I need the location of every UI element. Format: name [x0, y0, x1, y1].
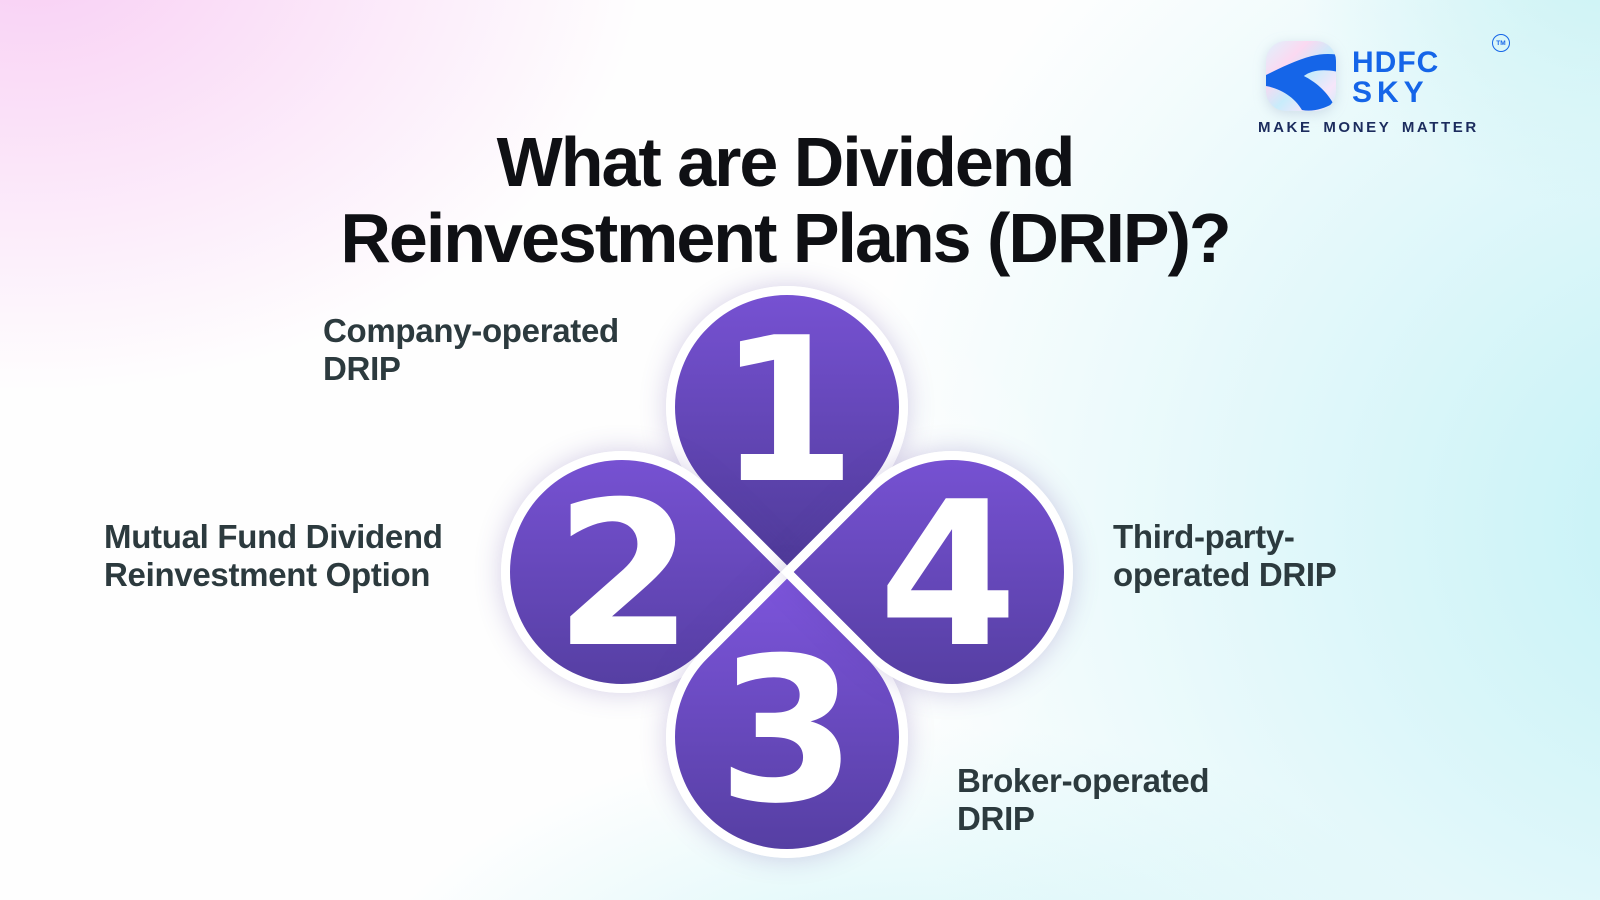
- label-company-operated-drip: Company-operated DRIP: [323, 312, 619, 388]
- label-line: operated DRIP: [1113, 556, 1337, 593]
- page-title-line1: What are Dividend: [496, 123, 1076, 201]
- label-third-party-operated-drip: Third-party- operated DRIP: [1113, 518, 1337, 594]
- logo-tagline: MAKE MONEY MATTER: [1258, 119, 1479, 136]
- label-broker-operated-drip: Broker-operated DRIP: [957, 762, 1210, 838]
- petal-number-4: 4: [878, 459, 1018, 692]
- label-line: Company-operated: [323, 312, 619, 349]
- page-title: What are Dividend Reinvestment Plans (DR…: [0, 124, 1585, 276]
- label-line: DRIP: [323, 350, 401, 387]
- label-mutual-fund-dividend-reinvestment-option: Mutual Fund Dividend Reinvestment Option: [104, 518, 443, 594]
- petal-number-2: 2: [554, 459, 694, 692]
- label-line: Reinvestment Option: [104, 556, 431, 593]
- page-title-line2: Reinvestment Plans (DRIP)?: [340, 199, 1231, 277]
- label-line: Third-party-: [1113, 518, 1295, 555]
- label-line: Mutual Fund Dividend: [104, 518, 443, 555]
- label-line: Broker-operated: [957, 762, 1210, 799]
- logo-wordmark: HDFC SKY: [1352, 48, 1439, 108]
- petal-number-3: 3: [717, 615, 857, 848]
- petal-number-1: 1: [717, 295, 857, 528]
- logo-text-hdfc: HDFC: [1352, 46, 1440, 79]
- trademark-badge: TM: [1492, 34, 1510, 52]
- hdfc-sky-logo: HDFC SKY TM MAKE MONEY MATTER: [1256, 34, 1516, 144]
- hdfc-sky-logo-icon: [1266, 41, 1336, 111]
- label-line: DRIP: [957, 800, 1035, 837]
- logo-text-sky: SKY: [1352, 76, 1429, 109]
